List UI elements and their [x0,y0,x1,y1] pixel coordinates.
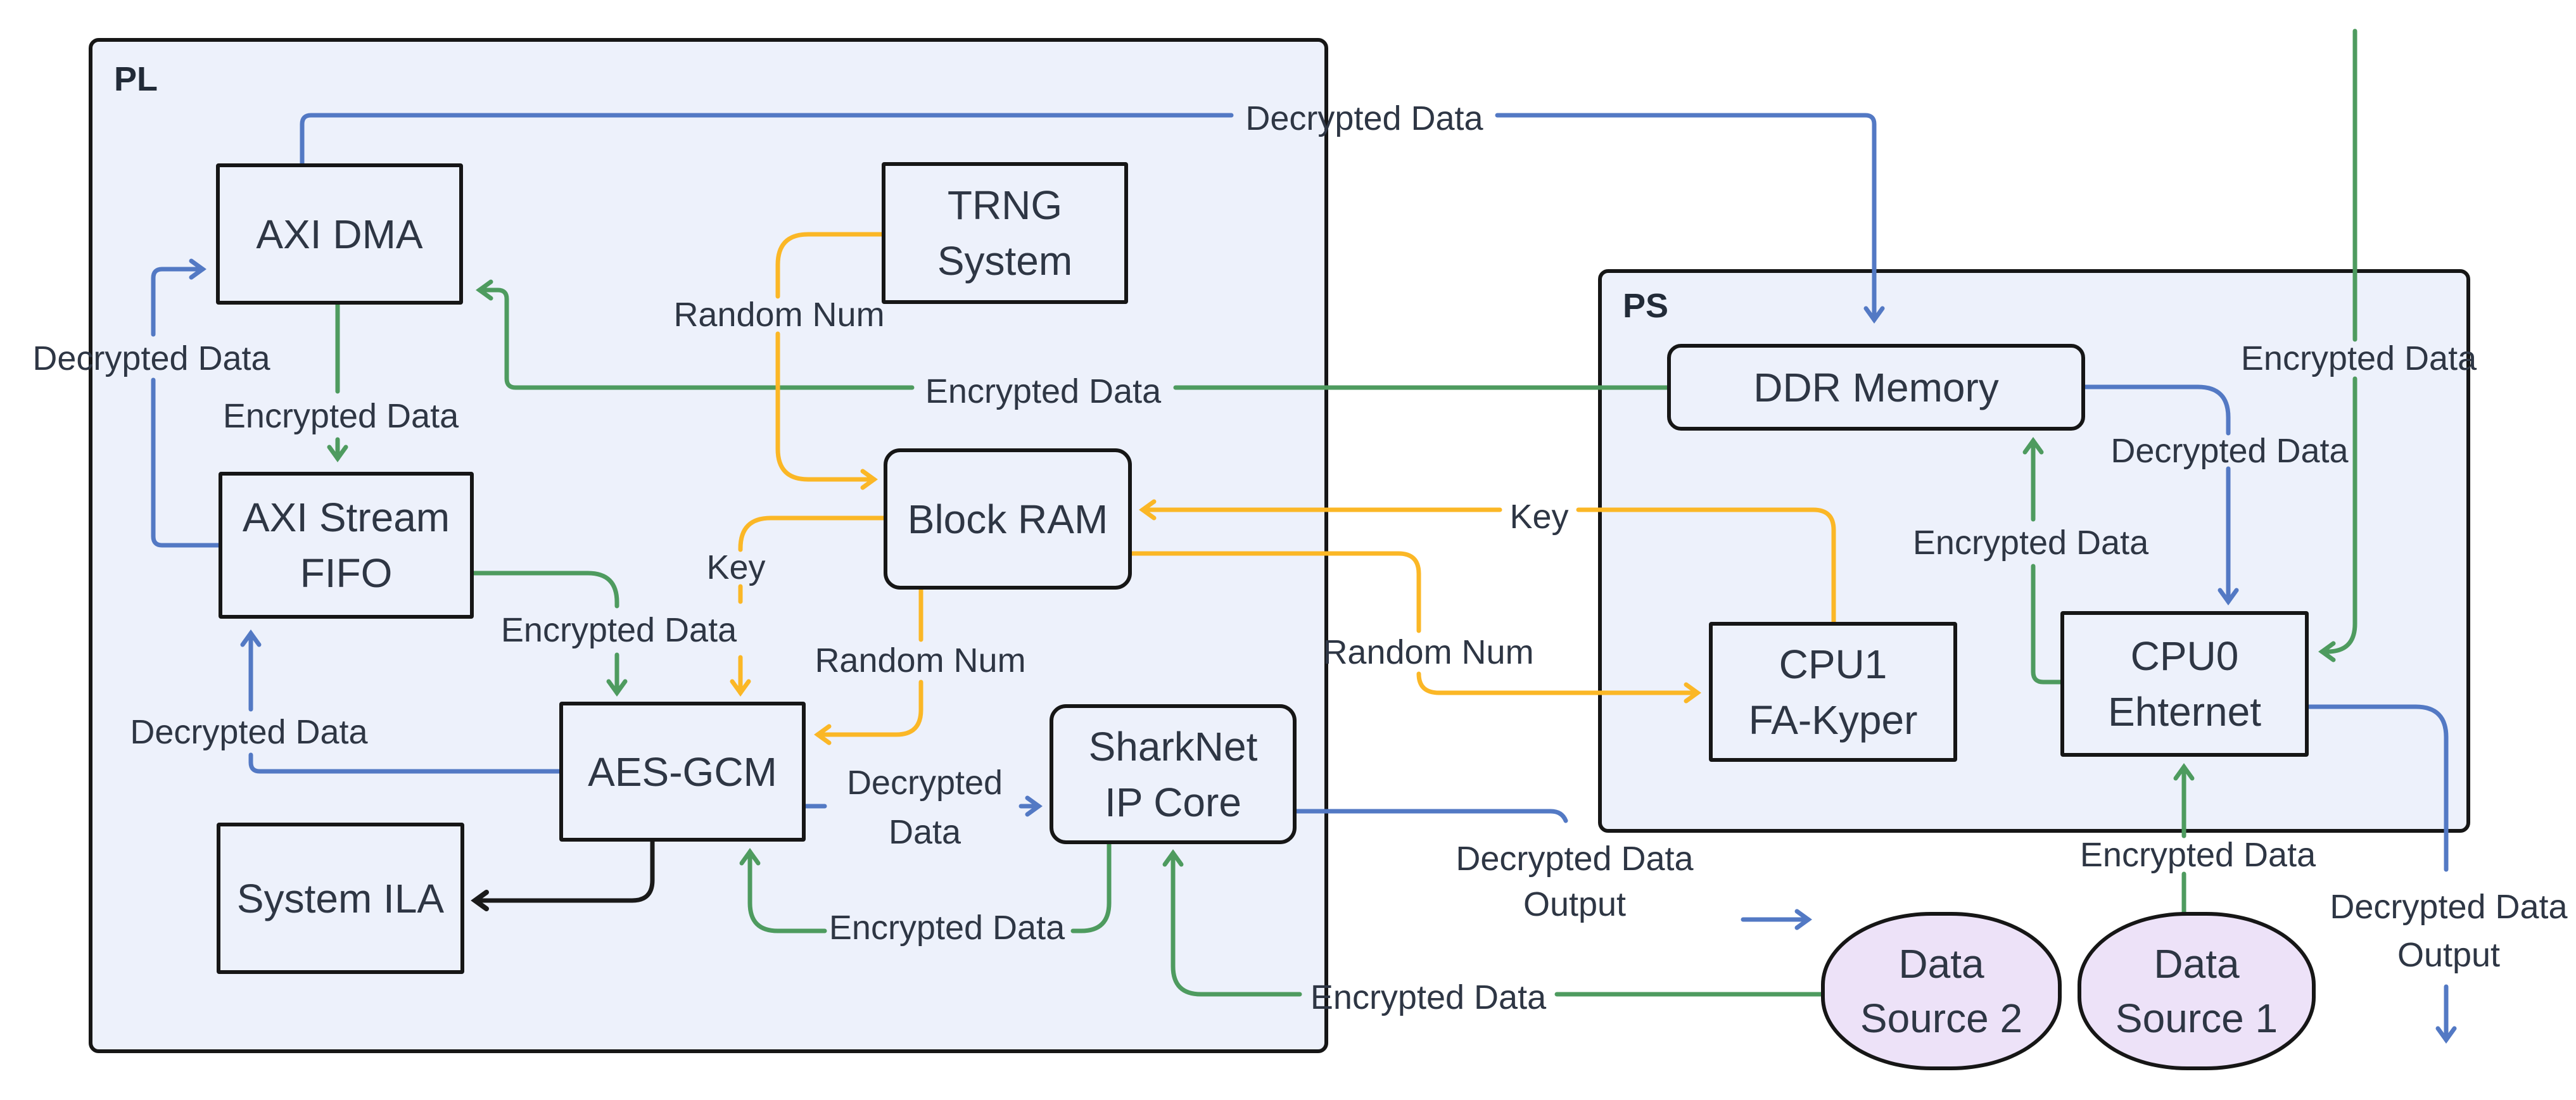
label-line: Decrypted [846,764,1003,802]
node-label: CPU1 [1779,641,1888,687]
label-encrypted-data-cpu0-ddr: Encrypted Data [1912,524,2149,562]
node-label: AXI DMA [256,211,423,257]
edge-ddr-to-dma-b [476,279,915,390]
node-label: System [937,238,1073,284]
node-label: DDR Memory [1753,364,1999,410]
edge-blockram-to-cpu1-a [1129,551,1421,633]
node-label: FA-Kyper [1748,697,1918,743]
edge-dma-to-ddr-b [1495,113,1885,324]
label-encrypted-data-ddr-dma: Encrypted Data [925,372,1162,410]
node-block-ram: Block RAM [884,448,1132,590]
edge-fifo-to-dma-b [151,258,206,337]
node-sharknet-ip-core: SharkNet IP Core [1050,704,1297,844]
edge-dma-to-ddr-a [300,113,1234,166]
node-label: System ILA [236,875,445,921]
node-axi-dma: AXI DMA [216,163,463,305]
edge-aes-to-fifo-a [248,752,562,774]
edge-blockram-to-aes-key-a [738,515,886,552]
edge-fifo-to-aes-a [471,571,619,609]
node-label: SharkNet [1088,723,1258,769]
node-label: CPU0 [2130,633,2239,679]
label-encrypted-data-fifo-aes: Encrypted Data [500,611,737,649]
node-label: AES-GCM [588,749,777,795]
label-decrypted-data-ddr-cpu0: Decrypted Data [2110,432,2349,470]
label-decrypted-data-output-right: Decrypted Data Output [2330,883,2567,979]
label-line: Data [888,813,961,851]
node-data-source-2: Data Source 2 [1821,912,2062,1070]
node-cpu1-fa-kyper: CPU1 FA-Kyper [1709,622,1957,762]
node-aes-gcm: AES-GCM [559,702,806,842]
edge-cpu1-to-blockram-a [1576,507,1836,624]
label-decrypted-data-aes-sharknet: Decrypted Data [847,758,1003,857]
node-label: Source 1 [2115,996,2278,1041]
label-line: Output [1523,885,1627,923]
label-random-num-trng: Random Num [673,296,885,334]
edge-blockram-to-cpu1-b [1416,671,1701,704]
label-encrypted-data-sharknet-aes: Encrypted Data [828,909,1065,947]
edge-ds2-to-sharknet-b [1162,849,1302,997]
label-line: Decrypted Data [1456,840,1694,878]
label-random-num-blockram-cpu1: Random Num [1323,633,1534,671]
node-label: FIFO [300,550,393,596]
edge-trng-to-blockram-b [775,331,878,490]
label-encrypted-data-ds1-cpu0: Encrypted Data [2079,836,2316,874]
node-label: Source 2 [1860,996,2023,1041]
node-label: TRNG [947,182,1063,228]
node-ddr-memory: DDR Memory [1667,344,2085,431]
edge-sharknet-to-aes-a [1070,842,1112,933]
label-encrypted-data-ds2-sharknet: Encrypted Data [1310,978,1547,1016]
label-line: Output [2397,936,2501,974]
label-decrypted-data-top: Decrypted Data [1245,99,1483,137]
node-label: AXI Stream [242,495,450,540]
label-decrypted-data-output-left: Decrypted Data Output [1456,836,1693,927]
edge-blockram-to-aes-rnd-b [814,680,923,745]
ps-label: PS [1623,287,1669,325]
label-random-num-blockram-aes: Random Num [815,642,1026,680]
pl-label: PL [114,60,158,98]
edge-cpu0-to-ddr-a [2031,564,2063,685]
node-label: IP Core [1105,779,1241,825]
node-system-ila: System ILA [217,823,464,974]
edge-aes-to-ila [471,839,655,911]
edge-top-to-cpu0-b [2318,376,2357,662]
node-trng-system: TRNG System [882,162,1128,304]
node-label: Data [1898,941,1984,987]
node-cpu0-ethernet: CPU0 Ehternet [2060,611,2309,757]
node-axi-stream-fifo: AXI Stream FIFO [219,472,474,619]
node-label: Data [2154,941,2240,987]
label-decrypted-data-left: Decrypted Data [32,339,270,377]
edge-fifo-to-dma-a [151,377,221,548]
edge-ddr-to-cpu0-a [2083,384,2231,436]
node-data-source-1: Data Source 1 [2078,912,2316,1070]
edge-sharknet-to-aes-b [739,848,827,933]
edge-sharknet-output-a [1294,809,1568,823]
label-key-cpu1-blockram: Key [1509,498,1569,536]
label-line: Decrypted Data [2330,888,2568,926]
label-encrypted-data-dma-fifo: Encrypted Data [222,397,459,435]
label-key-blockram-aes: Key [706,548,766,586]
node-label: Block RAM [907,496,1108,542]
edge-trng-to-blockram-a [775,232,884,299]
label-encrypted-data-top-cpu0: Encrypted Data [2240,339,2477,377]
label-decrypted-data-aes-fifo: Decrypted Data [130,713,368,751]
edge-cpu0-output-a [2306,704,2449,872]
node-label: Ehternet [2108,689,2261,735]
